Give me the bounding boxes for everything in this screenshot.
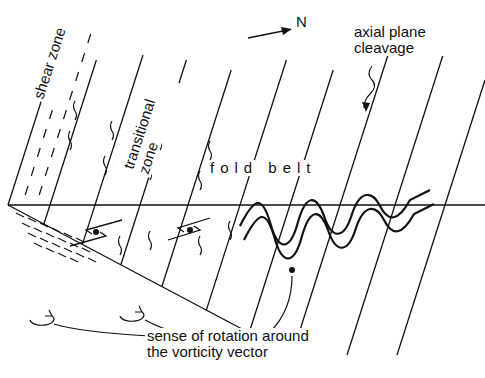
rotation-arrow xyxy=(30,276,292,336)
shear-fabric xyxy=(40,223,48,227)
shear-fabric xyxy=(76,72,79,81)
shear-fabric xyxy=(76,253,84,257)
shear-fabric xyxy=(82,53,85,62)
shear-arrows xyxy=(70,218,210,246)
shear-fabric xyxy=(37,148,40,157)
wavy-fabric xyxy=(229,221,232,240)
shear-fabric xyxy=(40,238,48,242)
shear-fabric xyxy=(51,148,54,157)
shear-fabric xyxy=(43,129,46,138)
folded-layer xyxy=(240,190,430,245)
shear-fabric xyxy=(16,213,24,217)
shear-fabric xyxy=(34,228,42,232)
cleavage-line xyxy=(292,40,393,355)
shear-fabric xyxy=(70,258,78,262)
cleavage-line xyxy=(206,60,286,310)
zone-label: fold belt xyxy=(208,160,332,176)
shear-fabric xyxy=(28,218,36,222)
shear-fabric xyxy=(46,248,54,252)
cleavage-line xyxy=(249,70,333,333)
north-arrow xyxy=(248,30,288,38)
cleavage-line xyxy=(397,80,485,355)
shear-fabric xyxy=(39,186,42,195)
shear-fabric xyxy=(22,223,30,227)
shear-fabric xyxy=(25,186,28,195)
wavy-fabric xyxy=(119,236,122,255)
shear-fabric xyxy=(34,243,42,247)
shear-fabric xyxy=(58,238,66,242)
shear-fabric xyxy=(76,238,84,242)
cleavage-line xyxy=(44,60,96,224)
shear-fabric xyxy=(58,253,66,257)
zone-label: shear zone xyxy=(30,0,80,103)
section-edge xyxy=(8,205,250,333)
zone-label: transitional zone xyxy=(120,74,181,178)
wavy-fabric xyxy=(104,156,107,175)
leader-line xyxy=(364,66,375,108)
shear-fabric xyxy=(50,110,53,119)
shear-fabric xyxy=(31,167,34,176)
wavy-fabric xyxy=(199,236,202,255)
shear-fabric xyxy=(70,91,73,100)
shear-fabric xyxy=(28,233,36,237)
shear-fabric xyxy=(57,129,60,138)
shear-fabric xyxy=(52,243,60,247)
shear-fabric xyxy=(64,233,72,237)
wavy-fabric xyxy=(111,121,114,140)
reference-dot xyxy=(93,229,99,235)
wavy-fabric xyxy=(69,131,72,150)
reference-dot xyxy=(289,267,295,273)
wavy-fabric xyxy=(199,171,202,190)
structure-label: axial plane cleavage xyxy=(352,24,456,56)
arrow-head xyxy=(362,102,370,112)
wavy-fabric xyxy=(149,231,152,250)
shear-fabric xyxy=(88,34,91,43)
shear-fabric xyxy=(88,258,96,262)
wavy-fabric xyxy=(209,141,212,160)
wavy-fabric xyxy=(74,101,77,120)
caption-note: sense of rotation around the vorticity v… xyxy=(145,328,334,360)
folded-layer xyxy=(244,204,434,259)
arrow-head xyxy=(281,27,292,35)
cleavage-line xyxy=(121,60,187,265)
surface-line xyxy=(8,204,485,205)
north-label: N xyxy=(294,14,328,30)
shear-fabric xyxy=(64,110,67,119)
cleavage-line xyxy=(347,55,443,355)
shear-fabric xyxy=(52,228,60,232)
shear-fabric xyxy=(45,167,48,176)
shear-fabric xyxy=(82,248,90,252)
shear-fabric xyxy=(46,233,54,237)
shear-fabric xyxy=(64,248,72,252)
